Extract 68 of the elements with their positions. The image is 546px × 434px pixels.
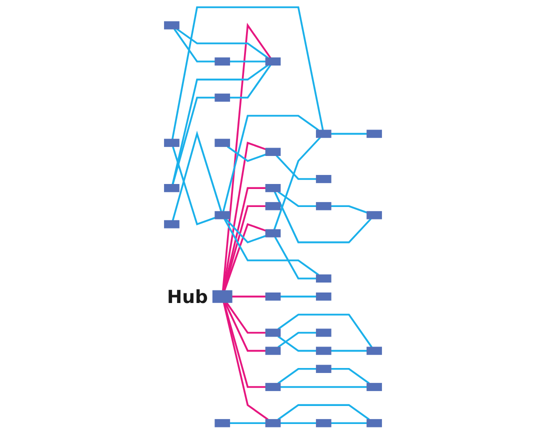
connector bbox=[273, 136, 321, 230]
node-box bbox=[265, 57, 281, 66]
connector bbox=[278, 336, 316, 352]
node-box bbox=[164, 220, 180, 228]
connector bbox=[278, 314, 372, 348]
node-box bbox=[214, 211, 230, 220]
connector bbox=[172, 6, 324, 140]
connector bbox=[224, 218, 320, 276]
connector bbox=[276, 154, 316, 180]
connector bbox=[176, 28, 268, 59]
node-box bbox=[366, 211, 382, 220]
node-label: Hub bbox=[166, 286, 208, 308]
node-box bbox=[316, 419, 332, 428]
connector bbox=[330, 368, 370, 384]
connector bbox=[172, 64, 268, 185]
connector bbox=[172, 130, 222, 221]
connector bbox=[280, 422, 316, 424]
connector bbox=[278, 368, 316, 384]
node-box bbox=[265, 346, 281, 355]
node-box bbox=[265, 419, 281, 428]
node-box bbox=[316, 174, 332, 184]
connector bbox=[230, 64, 272, 99]
node-box bbox=[265, 382, 281, 392]
node-box bbox=[265, 148, 281, 156]
node-box bbox=[212, 290, 232, 303]
connector bbox=[226, 146, 266, 162]
connector bbox=[172, 146, 216, 226]
node-box bbox=[366, 382, 382, 392]
connector bbox=[274, 236, 316, 280]
node-box bbox=[265, 292, 281, 301]
connector bbox=[230, 422, 266, 424]
connector bbox=[230, 60, 266, 62]
node-box bbox=[316, 328, 332, 337]
connector bbox=[172, 96, 216, 185]
node-box bbox=[164, 138, 180, 147]
connector bbox=[330, 132, 368, 135]
connector bbox=[225, 218, 266, 244]
node-box bbox=[366, 419, 382, 428]
connector bbox=[278, 332, 316, 348]
node-box bbox=[366, 130, 382, 138]
connector bbox=[280, 296, 316, 298]
node-box bbox=[316, 292, 332, 301]
node-box bbox=[214, 138, 230, 147]
connector bbox=[330, 422, 368, 424]
connector bbox=[222, 114, 320, 212]
connector bbox=[230, 296, 266, 298]
connector bbox=[278, 404, 370, 420]
node-box bbox=[214, 94, 230, 102]
node-box bbox=[164, 184, 180, 192]
node-box bbox=[316, 364, 332, 373]
node-box bbox=[265, 328, 281, 337]
node-box bbox=[164, 21, 180, 30]
connector bbox=[274, 191, 372, 244]
connector bbox=[330, 350, 368, 352]
node-box bbox=[316, 202, 332, 210]
node-box bbox=[316, 274, 332, 283]
node-box bbox=[265, 202, 281, 210]
connector bbox=[330, 205, 368, 214]
node-box bbox=[316, 130, 332, 138]
node-box bbox=[265, 229, 281, 238]
node-box bbox=[265, 184, 281, 192]
node-box bbox=[214, 419, 230, 428]
connector bbox=[278, 190, 316, 208]
node-box bbox=[214, 57, 230, 66]
node-box bbox=[316, 346, 332, 355]
connector bbox=[174, 28, 216, 62]
connector bbox=[280, 386, 368, 388]
node-box bbox=[366, 346, 382, 355]
